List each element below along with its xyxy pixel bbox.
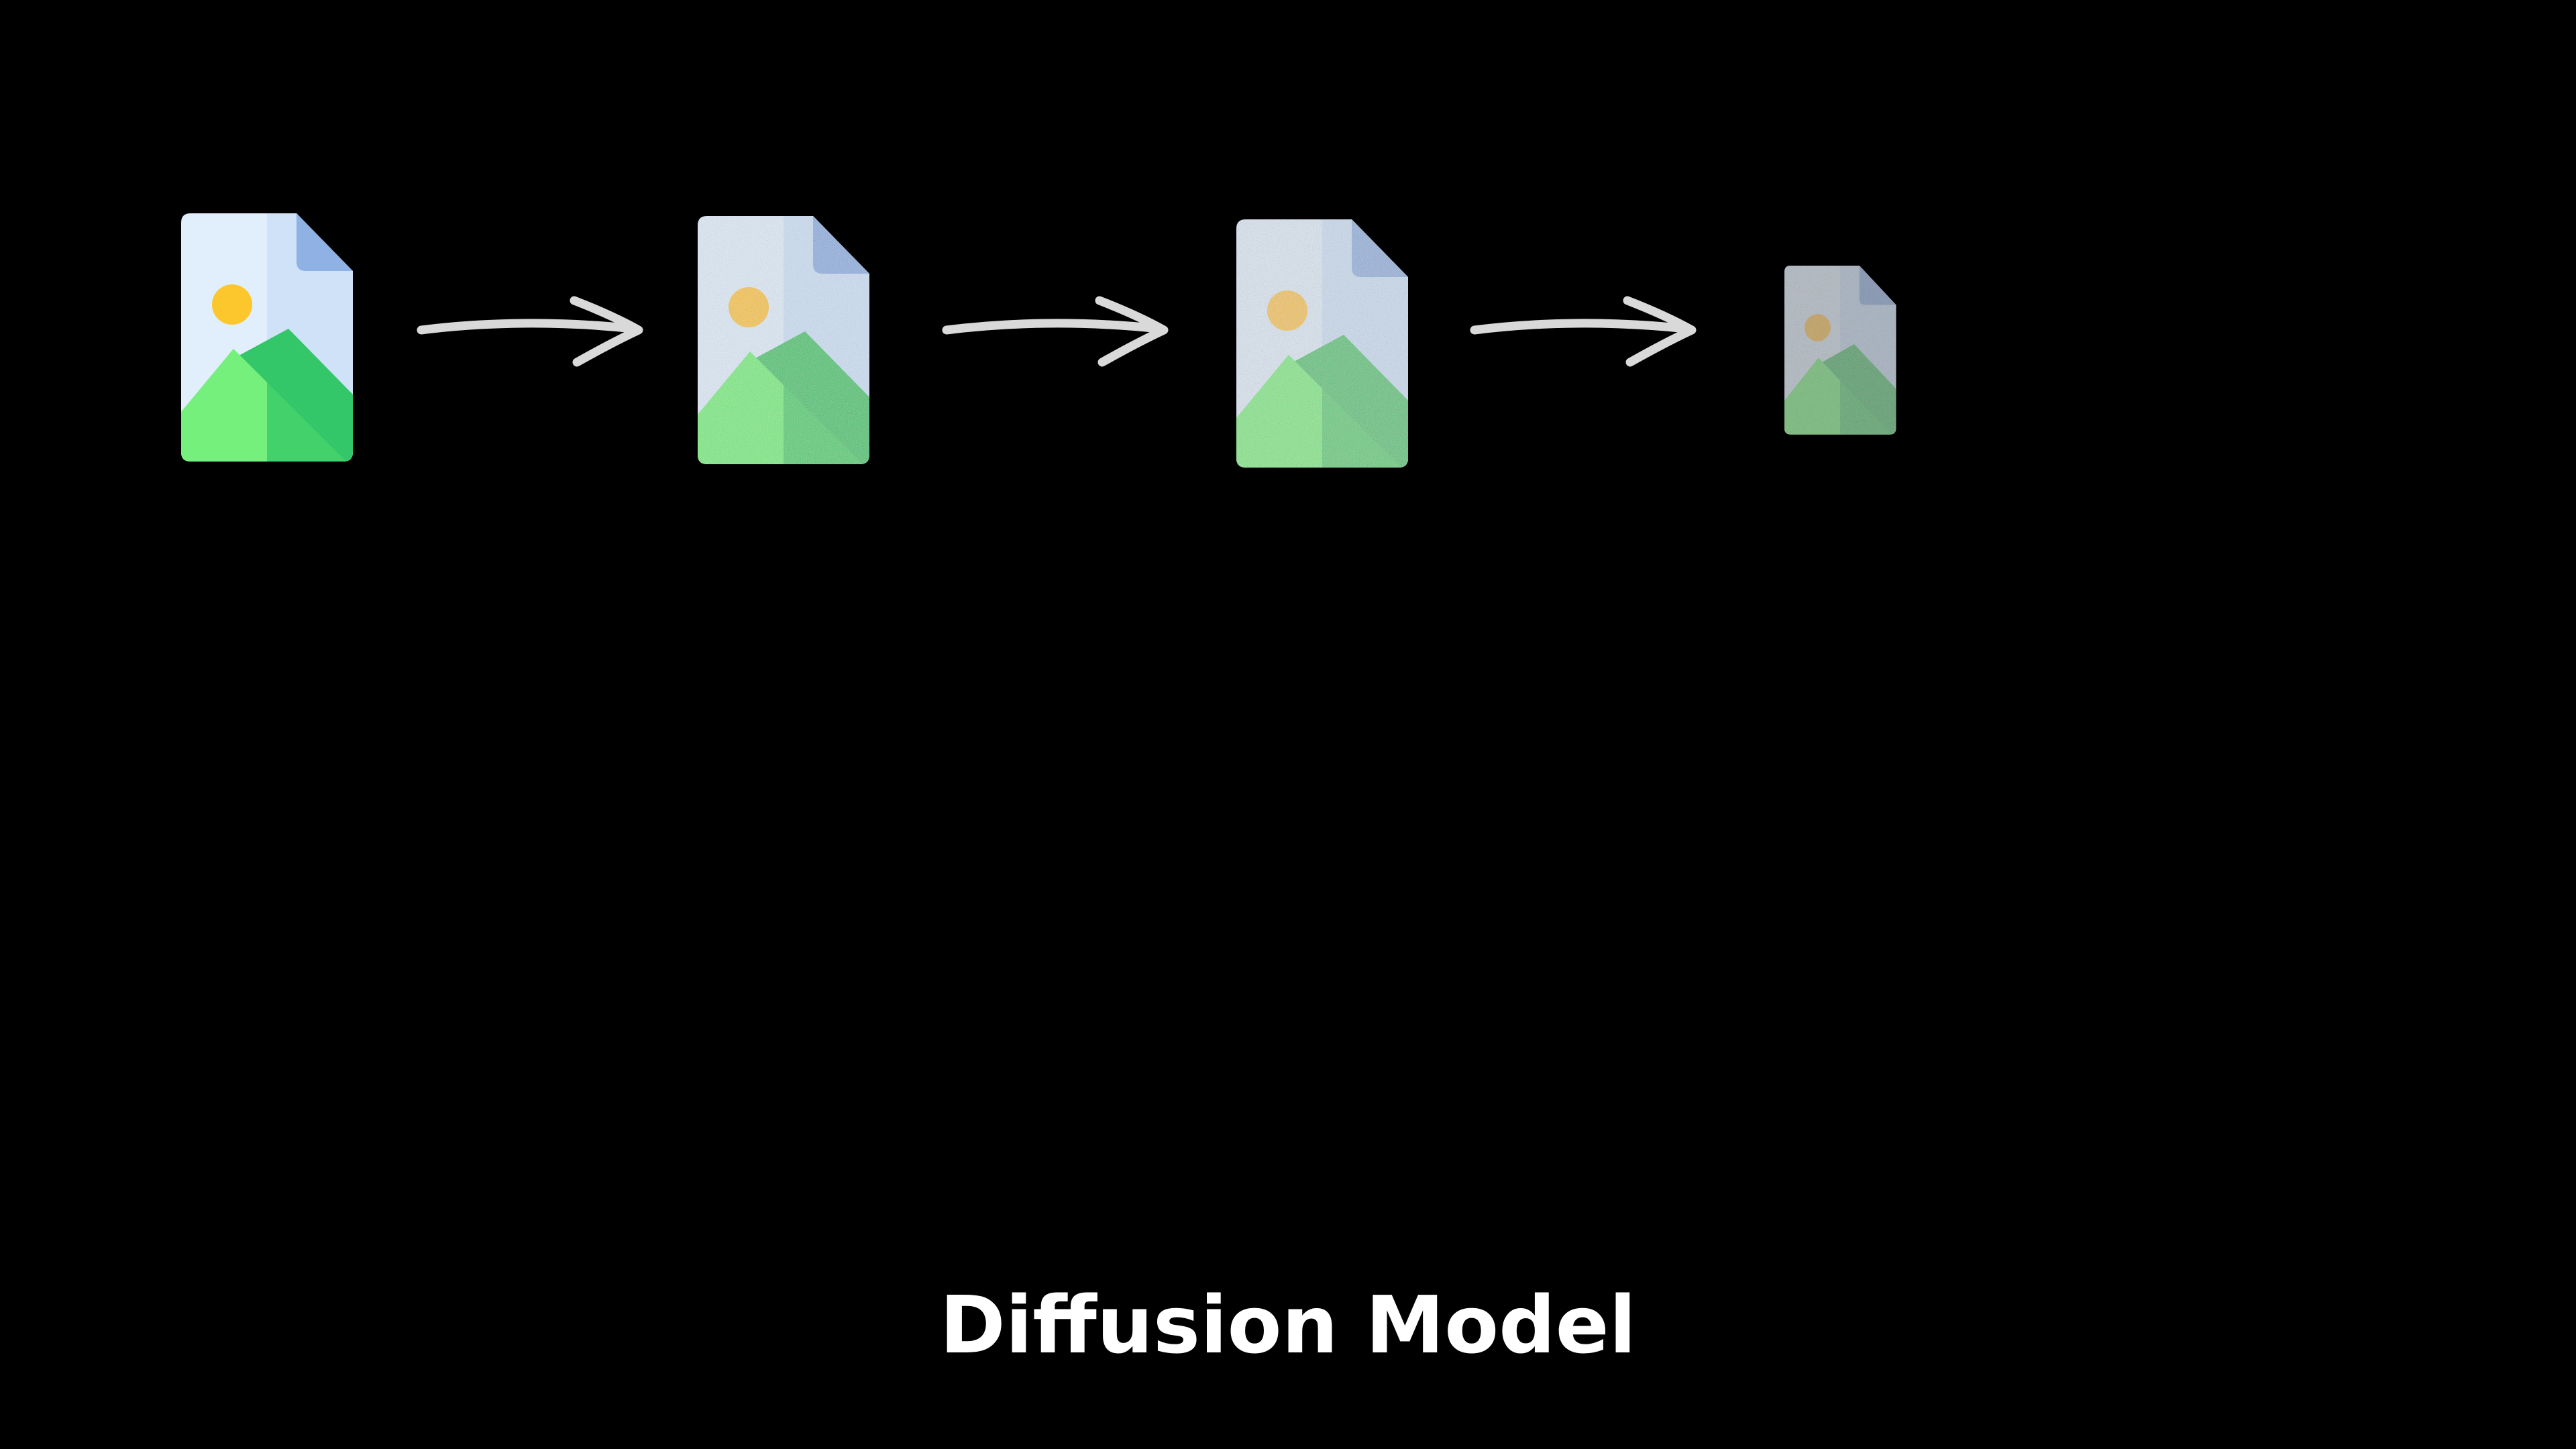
noisy-image-icon-2: [1236, 219, 1408, 468]
arrow-right-icon: [421, 301, 639, 362]
clean-image-icon: [181, 213, 353, 462]
noisy-image-icon-1: [698, 216, 869, 464]
arrow-right-icon: [947, 301, 1164, 362]
noisy-image-icon-3: [1784, 266, 1896, 435]
diagram-caption: Diffusion Model: [939, 1279, 1637, 1371]
arrow-right-icon: [1474, 301, 1692, 362]
